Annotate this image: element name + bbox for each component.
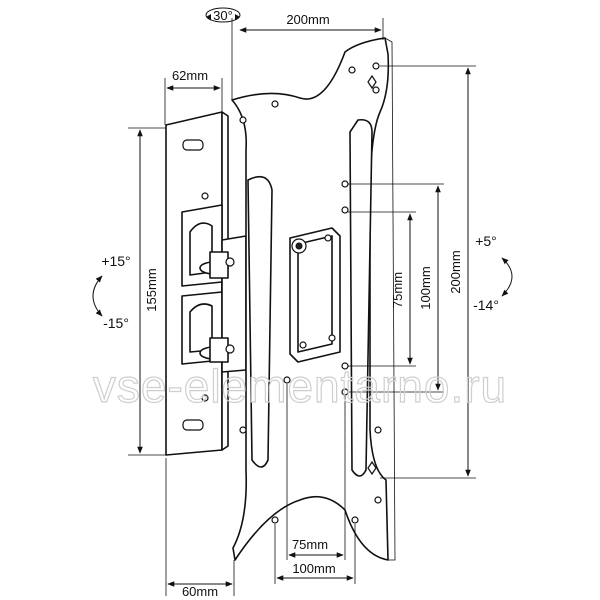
dim-vesa-v-large-label: 200mm <box>448 250 463 293</box>
right-tilt-down-label: -14° <box>473 297 499 313</box>
dim-vesa-v-mid: 100mm <box>348 183 444 393</box>
dim-arm-depth: 62mm <box>164 68 223 125</box>
dim-bottom-depth: 60mm <box>165 458 235 599</box>
swivel-angle: 30° <box>205 7 241 23</box>
dim-wall-height: 155mm <box>128 127 166 456</box>
dim-top-width-label: 200mm <box>286 12 329 27</box>
swivel-angle-label: 30° <box>213 8 233 23</box>
watermark: vse-elementarno.ru <box>93 360 507 412</box>
tilt-arrow-icon <box>501 257 513 297</box>
dim-vesa-h-small: 75mm <box>286 384 346 560</box>
dim-vesa-v-mid-label: 100mm <box>418 266 433 309</box>
dim-vesa-h-mid-label: 100mm <box>292 561 335 576</box>
dim-bottom-depth-label: 60mm <box>182 584 218 599</box>
left-tilt-angle: +15° -15° <box>92 253 131 331</box>
left-tilt-up-label: +15° <box>101 253 130 269</box>
right-tilt-angle: +5° -14° <box>473 233 513 313</box>
dim-vesa-v-small-label: 75mm <box>390 272 405 308</box>
dim-wall-height-label: 155mm <box>144 268 159 311</box>
dim-arm-depth-label: 62mm <box>172 68 208 83</box>
dim-vesa-h-mid: 100mm <box>274 524 356 584</box>
dim-vesa-v-large: 200mm <box>380 65 476 479</box>
left-tilt-down-label: -15° <box>103 315 129 331</box>
dim-top-width: 200mm <box>231 12 384 100</box>
tilt-arrow-icon <box>92 275 103 317</box>
dim-vesa-h-small-label: 75mm <box>292 537 328 552</box>
vesa-plate <box>231 37 396 561</box>
dim-vesa-v-small: 75mm <box>348 211 416 367</box>
right-tilt-up-label: +5° <box>475 233 497 249</box>
swivel-arrow-icon <box>205 7 241 23</box>
